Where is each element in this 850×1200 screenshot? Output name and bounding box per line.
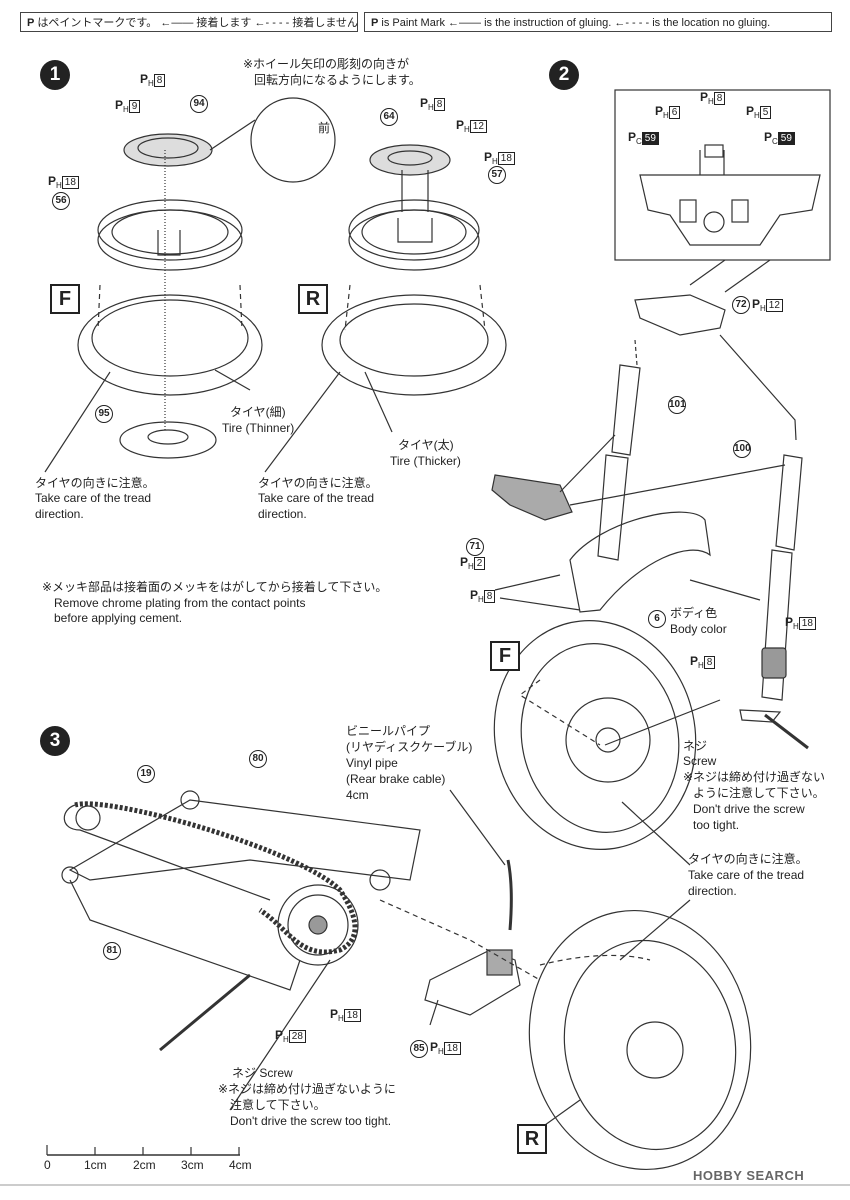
scale-tick-4: 4cm	[229, 1158, 252, 1172]
scale-tick-0: 0	[44, 1158, 51, 1172]
tread-note-jp-front: タイヤの向きに注意。	[35, 476, 155, 490]
screw-jp: ネジ	[683, 739, 708, 753]
body-color-jp: ボディ色	[670, 606, 718, 620]
scale-tick-1: 1cm	[84, 1158, 107, 1172]
scale-tick-3: 3cm	[181, 1158, 204, 1172]
chrome-note-en2: before applying cement.	[54, 611, 183, 625]
part-101: 101	[668, 396, 686, 414]
wheel-note-jp-2: 回転方向になるようにします。	[254, 73, 421, 87]
step-1-marker: 1	[40, 60, 70, 90]
screw-note-jp1: ※ネジは締め付け過ぎない	[683, 770, 826, 784]
part-71: 71	[466, 538, 484, 556]
screw-note-en2: too tight.	[693, 818, 740, 832]
screw-note-en-step3: Don't drive the screw too tight.	[230, 1114, 392, 1128]
tread-note-en2-rear: direction.	[258, 507, 307, 521]
paint-mark-icon: P	[371, 17, 379, 29]
wheel-note-jp-1: ※ホイール矢印の彫刻の向きが	[243, 57, 410, 71]
part-81: 81	[103, 942, 121, 960]
vinyl-len: 4cm	[346, 788, 369, 802]
tread-note-en1-rear: Take care of the tread	[258, 491, 375, 505]
legend-jp: P はペイントマークです。 ←—— 接着します ←- - - - 接着しません	[20, 12, 358, 32]
screw-en: Screw	[683, 754, 717, 768]
legend-en: P is Paint Mark ←—— is the instruction o…	[364, 12, 832, 32]
watermark: HOBBY SEARCH	[693, 1168, 805, 1183]
screw-note-jp1-step3: ※ネジは締め付け過ぎないように	[218, 1082, 396, 1096]
tire-thin-jp: タイヤ(細)	[230, 405, 286, 419]
tire-thick-jp: タイヤ(太)	[398, 438, 454, 452]
part-64: 64	[380, 108, 398, 126]
part-94: 94	[190, 95, 208, 113]
tread-note-en1-step2: Take care of the tread	[688, 868, 805, 882]
part-72: 72	[732, 296, 750, 314]
part-100: 100	[733, 440, 751, 458]
tread-note-jp-step2: タイヤの向きに注意。	[688, 852, 808, 866]
screw-note-jp2-step3: 注意して下さい。	[230, 1098, 326, 1112]
tread-note-en1-front: Take care of the tread	[35, 491, 152, 505]
tire-thin-en: Tire (Thinner)	[222, 421, 295, 435]
part-19: 19	[137, 765, 155, 783]
body-color-en: Body color	[670, 622, 727, 636]
part-6: 6	[648, 610, 666, 628]
rear-R-label: R	[298, 284, 328, 314]
chrome-note-jp: ※メッキ部品は接着面のメッキをはがしてから接着して下さい。	[42, 580, 388, 594]
chrome-note-en1: Remove chrome plating from the contact p…	[54, 596, 306, 610]
vinyl-jp2: (リヤディスクケーブル)	[346, 740, 473, 754]
legend-en-text: is Paint Mark ←—— is the instruction of …	[381, 17, 771, 29]
front-F-label-step2: F	[490, 641, 520, 671]
step-2-marker: 2	[549, 60, 579, 90]
tread-note-en2-step2: direction.	[688, 884, 737, 898]
vinyl-en1: Vinyl pipe	[346, 756, 398, 770]
tire-thick-en: Tire (Thicker)	[390, 454, 461, 468]
screw-label-step3: ネジ Screw	[232, 1066, 293, 1080]
part-85: 85	[410, 1040, 428, 1058]
vinyl-en2: (Rear brake cable)	[346, 772, 446, 786]
part-56: 56	[52, 192, 70, 210]
screw-note-en1: Don't drive the screw	[693, 802, 805, 816]
rear-R-label-step3: R	[517, 1124, 547, 1154]
vinyl-jp1: ビニールパイプ	[346, 724, 431, 738]
step-3-marker: 3	[40, 726, 70, 756]
scale-tick-2: 2cm	[133, 1158, 156, 1172]
legend-jp-text: はペイントマークです。 ←—— 接着します ←- - - - 接着しません	[37, 17, 359, 29]
part-57: 57	[488, 166, 506, 184]
screw-note-jp2: ように注意して下さい。	[693, 786, 825, 800]
front-mark: 前	[318, 121, 331, 135]
front-F-label: F	[50, 284, 80, 314]
tread-note-en2-front: direction.	[35, 507, 84, 521]
part-95: 95	[95, 405, 113, 423]
tread-note-jp-rear: タイヤの向きに注意。	[258, 476, 378, 490]
part-80: 80	[249, 750, 267, 768]
paint-mark-icon: P	[27, 17, 35, 29]
